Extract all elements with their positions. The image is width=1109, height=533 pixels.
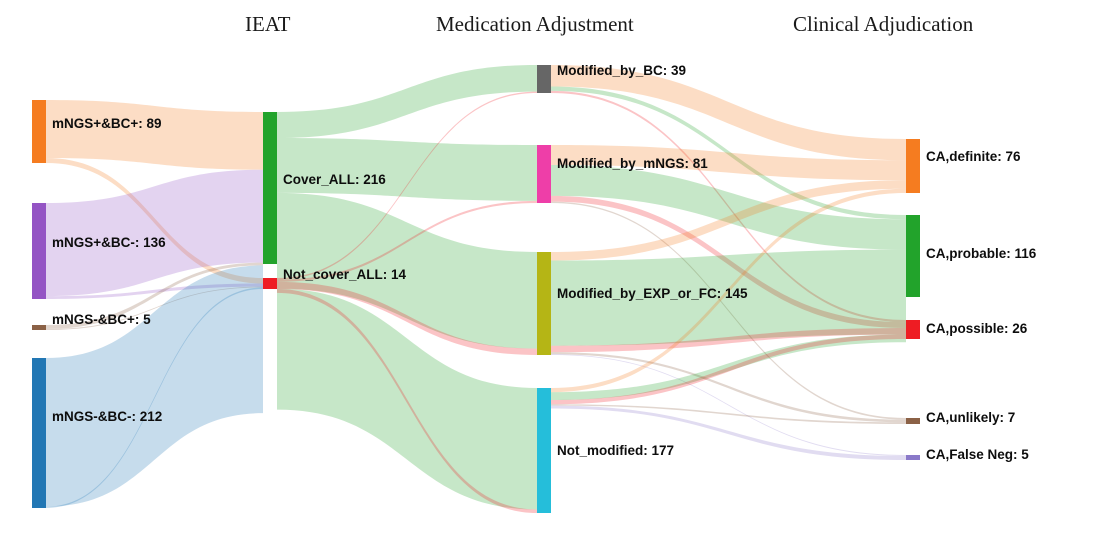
sankey-link-not-cover-all-to-modified-by-bc[interactable] [277,91,537,280]
sankey-node-not-mod[interactable] [537,388,551,513]
sankey-link-not-modified-to-ca-unlikely[interactable] [551,404,906,424]
sankey-link-not-cover-all-to-modified-by-exp-or-fc[interactable] [277,281,537,355]
sankey-node-ca-definite[interactable] [906,139,920,193]
sankey-link-modified-by-exp-or-fc-to-ca-possible[interactable] [551,328,906,353]
sankey-link-not-modified-to-ca-false-neg[interactable] [551,405,906,460]
sankey-node-mngs-n-bc-p[interactable] [32,325,46,330]
sankey-node-cover-all[interactable] [263,112,277,264]
sankey-link-cover-all-to-modified-by-bc[interactable] [277,65,537,139]
sankey-node-not-cover[interactable] [263,278,277,289]
sankey-link-mngs-bc--to-not-cover-all[interactable] [46,283,263,300]
sankey-link-modified-by-bc-to-ca-possible[interactable] [551,90,906,323]
sankey-node-mod-bc[interactable] [537,65,551,93]
sankey-link-not-modified-to-ca-possible[interactable] [551,334,906,405]
sankey-link-cover-all-to-modified-by-mngs[interactable] [277,138,537,201]
sankey-link-modified-by-exp-or-fc-to-ca-unlikely[interactable] [551,352,906,423]
sankey-link-cover-all-to-not-modified[interactable] [277,288,537,510]
node-label-ca-unlikely: CA,unlikely: 7 [926,410,1016,425]
sankey-link-mngs-bc--to-cover-all[interactable] [46,262,263,329]
sankey-link-modified-by-bc-to-ca-probable[interactable] [551,86,906,220]
sankey-node-mngs-p-bc-p[interactable] [32,100,46,163]
sankey-link-mngs-bc--to-cover-all[interactable] [46,265,263,507]
node-label-mod-bc: Modified_by_BC: 39 [557,63,687,78]
node-label-mngs-n-bc-p: mNGS-&BC+: 5 [52,312,151,327]
links-layer [46,65,906,513]
sankey-link-mngs-bc--to-cover-all[interactable] [46,169,263,297]
node-label-not-mod: Not_modified: 177 [557,443,675,458]
nodes-layer [32,65,920,513]
sankey-link-modified-by-exp-or-fc-to-ca-false-neg[interactable] [551,354,906,456]
sankey-link-not-modified-to-ca-definite[interactable] [551,188,906,393]
sankey-link-not-cover-all-to-modified-by-mngs[interactable] [277,200,537,282]
sankey-node-ca-probable[interactable] [906,215,920,297]
sankey-link-modified-by-exp-or-fc-to-ca-definite[interactable] [551,180,906,261]
sankey-link-mngs-bc--to-cover-all[interactable] [46,100,263,170]
sankey-link-modified-by-mngs-to-ca-definite[interactable] [551,145,906,181]
sankey-link-modified-by-exp-or-fc-to-ca-probable[interactable] [551,249,906,346]
node-label-ca-definite: CA,definite: 76 [926,149,1021,164]
column-title-medication-adjustment: Medication Adjustment [436,12,634,36]
node-label-mod-mngs: Modified_by_mNGS: 81 [557,156,708,171]
node-label-mngs-n-bc-n: mNGS-&BC-: 212 [52,409,163,424]
column-title-clinical-adjudication: Clinical Adjudication [793,12,974,36]
column-title-ieat: IEAT [245,12,291,36]
sankey-link-modified-by-mngs-to-ca-unlikely[interactable] [551,201,906,420]
sankey-link-mngs-bc--to-not-cover-all[interactable] [46,158,263,284]
node-label-cover-all: Cover_ALL: 216 [283,172,386,187]
node-label-mod-exp-fc: Modified_by_EXP_or_FC: 145 [557,286,748,301]
sankey-link-mngs-bc--to-not-cover-all[interactable] [46,287,263,508]
sankey-node-ca-unlikely[interactable] [906,418,920,424]
sankey-node-mod-mngs[interactable] [537,145,551,203]
sankey-link-cover-all-to-modified-by-exp-or-fc[interactable] [277,192,537,349]
sankey-node-ca-possible[interactable] [906,320,920,339]
sankey-node-mngs-p-bc-n[interactable] [32,203,46,299]
sankey-link-modified-by-bc-to-ca-definite[interactable] [551,65,906,161]
sankey-link-not-cover-all-to-not-modified[interactable] [277,289,537,513]
node-label-not-cover: Not_cover_ALL: 14 [283,267,407,282]
node-label-ca-probable: CA,probable: 116 [926,246,1037,261]
sankey-link-modified-by-mngs-to-ca-possible[interactable] [551,195,906,329]
sankey-node-mod-exp-fc[interactable] [537,252,551,355]
sankey-link-not-modified-to-ca-probable[interactable] [551,334,906,401]
node-label-ca-falseneg: CA,False Neg: 5 [926,447,1029,462]
sankey-link-mngs-bc--to-not-cover-all[interactable] [46,286,263,330]
node-label-mngs-p-bc-p: mNGS+&BC+: 89 [52,116,162,131]
sankey-link-modified-by-mngs-to-ca-probable[interactable] [551,165,906,250]
node-label-mngs-p-bc-n: mNGS+&BC-: 136 [52,235,166,250]
sankey-node-ca-falseneg[interactable] [906,455,920,460]
sankey-node-mngs-n-bc-n[interactable] [32,358,46,508]
node-label-ca-possible: CA,possible: 26 [926,321,1028,336]
